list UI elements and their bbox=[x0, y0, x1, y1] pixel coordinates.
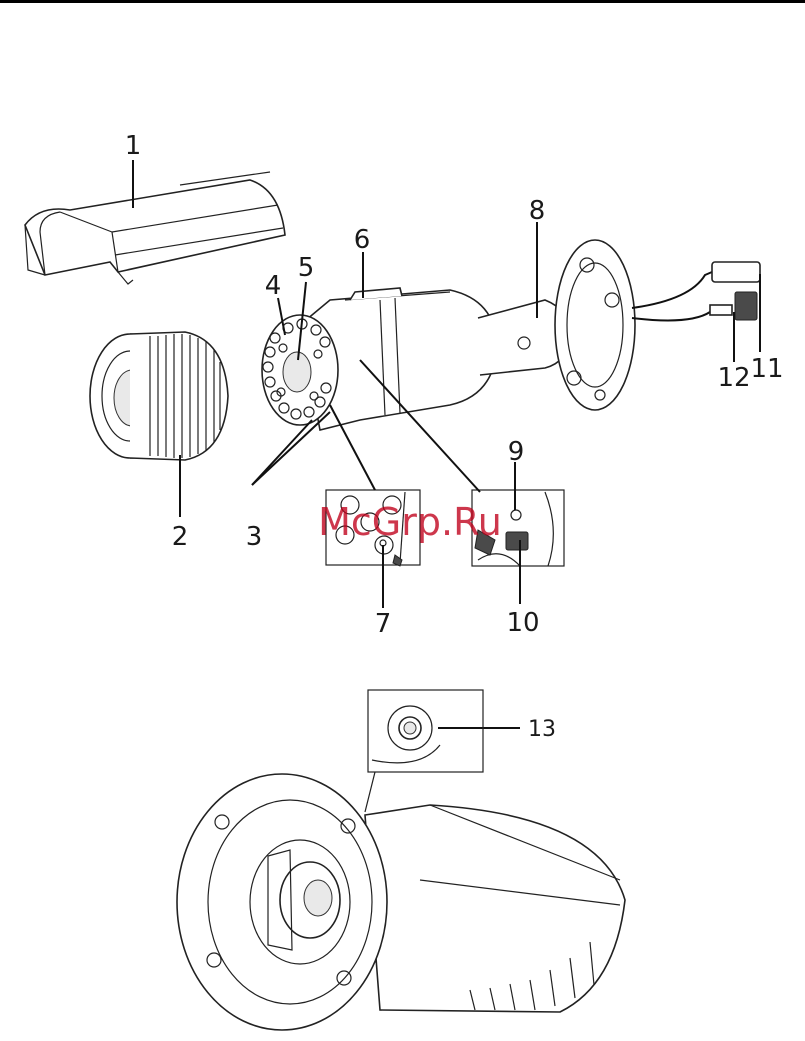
callout-3: 3 bbox=[246, 522, 263, 552]
callout-12: 12 bbox=[717, 363, 750, 393]
callout-5: 5 bbox=[298, 253, 315, 283]
camera-body bbox=[262, 240, 760, 430]
callout-6: 6 bbox=[354, 225, 371, 255]
callout-7: 7 bbox=[375, 609, 392, 639]
callout-10: 10 bbox=[506, 608, 539, 638]
callout-4: 4 bbox=[265, 271, 282, 301]
bottom-view bbox=[177, 690, 625, 1030]
sun-shield bbox=[25, 172, 285, 284]
callout-8: 8 bbox=[529, 196, 546, 226]
front-cover bbox=[90, 332, 228, 460]
callout-11: 11 bbox=[750, 354, 783, 384]
callout-13: 13 bbox=[528, 717, 556, 742]
callout-2: 2 bbox=[172, 522, 189, 552]
callout-9: 9 bbox=[508, 437, 525, 467]
watermark: McGrp.Ru bbox=[318, 500, 502, 544]
callout-1: 1 bbox=[125, 131, 142, 161]
